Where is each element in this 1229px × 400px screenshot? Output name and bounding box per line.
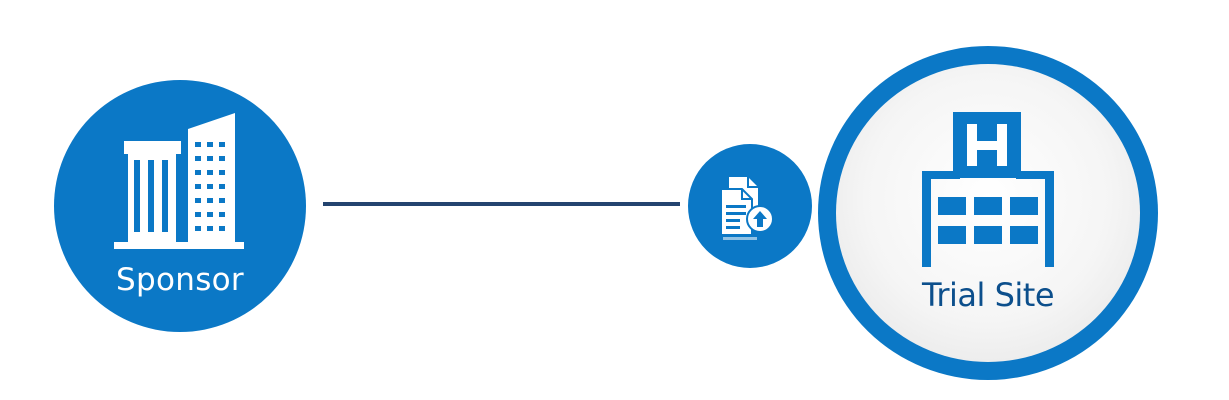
trial-site-inner: Trial Site bbox=[836, 64, 1140, 362]
sponsor-label: Sponsor bbox=[116, 262, 244, 298]
document-transfer-node bbox=[688, 144, 812, 268]
hospital-icon bbox=[922, 112, 1054, 267]
document-upload-icon bbox=[720, 177, 774, 240]
trial-site-label: Trial Site bbox=[922, 276, 1055, 314]
trial-site-node: Trial Site bbox=[818, 46, 1158, 380]
sponsor-node: Sponsor bbox=[54, 80, 306, 332]
office-buildings-icon bbox=[114, 113, 244, 249]
connector-line bbox=[323, 202, 680, 206]
